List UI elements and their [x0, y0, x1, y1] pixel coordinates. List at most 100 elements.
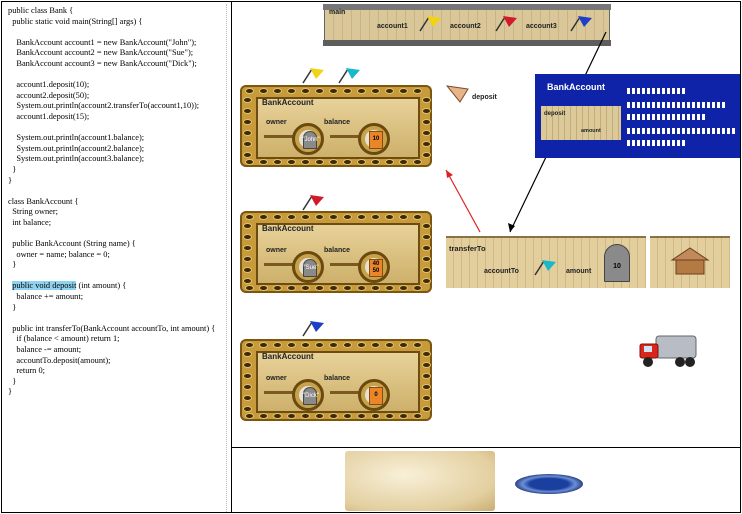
- truck-icon[interactable]: [636, 332, 698, 370]
- balance-porthole[interactable]: 10: [358, 123, 390, 155]
- rivet: [315, 285, 324, 291]
- rivet: [422, 97, 431, 103]
- rivet: [243, 119, 252, 125]
- flag-icon[interactable]: [300, 66, 326, 84]
- transferto-frame-title: transferTo: [449, 244, 486, 253]
- plate-icon[interactable]: [515, 474, 583, 494]
- rivet: [371, 342, 380, 348]
- deposit-method-tag[interactable]: [446, 84, 488, 104]
- rivet: [385, 342, 394, 348]
- rivet: [315, 159, 324, 165]
- arrowhead-icon: [508, 223, 515, 232]
- code-line: System.out.println(account1.balance);: [8, 133, 145, 143]
- code-line: [8, 70, 215, 81]
- balance-porthole[interactable]: 0: [358, 379, 390, 411]
- object-world-pane[interactable]: main account1 account2 account3 BankAcco…: [231, 1, 741, 448]
- balance-rod: [330, 263, 360, 266]
- flag-icon[interactable]: [336, 66, 362, 84]
- rivet: [243, 351, 252, 357]
- main-frame[interactable]: main account1 account2 account3: [323, 4, 611, 46]
- rivet: [259, 342, 268, 348]
- code-line: int balance;: [8, 217, 52, 227]
- rivet: [259, 159, 268, 165]
- rivet: [315, 214, 324, 220]
- code-line: accountTo.deposit(amount);: [8, 355, 111, 365]
- transferto-var-accountto: accountTo: [484, 268, 519, 275]
- rivet: [413, 413, 422, 419]
- flag-icon[interactable]: [493, 14, 519, 32]
- code-line: }: [8, 302, 17, 312]
- rivet: [329, 285, 338, 291]
- tombstone-icon: "Dick": [303, 387, 319, 405]
- object-class-name: BankAccount: [262, 224, 314, 233]
- rivet: [243, 97, 252, 103]
- class-panel-deposit: deposit: [544, 111, 566, 117]
- code-line: System.out.println(account3.balance);: [8, 154, 145, 164]
- rivet: [301, 214, 310, 220]
- code-line: [8, 123, 215, 134]
- rivet: [287, 285, 296, 291]
- code-line: System.out.println(account2.balance);: [8, 143, 145, 153]
- rivet: [357, 214, 366, 220]
- class-panel-noise: [627, 140, 687, 146]
- rivet: [422, 141, 431, 147]
- rivet: [399, 342, 408, 348]
- bankaccount-object-dick[interactable]: BankAccount owner balance "Dick" 0: [240, 339, 432, 421]
- rivet: [287, 214, 296, 220]
- code-line: owner = name; balance = 0;: [8, 249, 110, 259]
- rivet: [243, 406, 252, 412]
- rivet: [422, 278, 431, 284]
- tombstone-icon: "Sue": [303, 259, 318, 277]
- code-line: balance -= amount;: [8, 345, 82, 354]
- rivet: [243, 384, 252, 390]
- rivet: [422, 351, 431, 357]
- rivet: [301, 342, 310, 348]
- rivet: [329, 342, 338, 348]
- flag-icon[interactable]: [300, 319, 326, 337]
- rivet: [273, 159, 282, 165]
- owner-porthole[interactable]: "Dick": [292, 379, 324, 411]
- rivet: [243, 141, 252, 147]
- jar-icon: 0: [369, 387, 383, 405]
- transferto-house-frame[interactable]: [650, 236, 730, 288]
- flag-icon[interactable]: [300, 193, 326, 211]
- code-line: System.out.println(account2.transferTo(a…: [8, 101, 200, 111]
- balance-value: 40: [372, 261, 380, 267]
- code-highlight[interactable]: public void deposit: [12, 281, 77, 291]
- tombstone-icon: "John": [302, 131, 320, 149]
- code-line: return 0;: [8, 366, 45, 376]
- rivet: [413, 88, 422, 94]
- bankaccount-object-john[interactable]: BankAccount owner balance "John" 10: [240, 85, 432, 167]
- rivet: [243, 395, 252, 401]
- bankaccount-class-panel[interactable]: BankAccount deposit amount: [535, 74, 740, 158]
- code-line: account1.deposit(15);: [8, 111, 90, 121]
- flag-icon[interactable]: [532, 258, 558, 276]
- code-pane[interactable]: public class Bank { public static void m…: [1, 1, 232, 513]
- rivet: [245, 159, 254, 165]
- code-line: account1.deposit(10);: [8, 80, 90, 90]
- flag-icon[interactable]: [568, 14, 594, 32]
- rivet: [422, 130, 431, 136]
- code-line: }: [8, 376, 17, 386]
- rivet: [422, 245, 431, 251]
- code-line: public static void main(String[] args) {: [8, 16, 143, 26]
- rivet: [422, 406, 431, 412]
- rivet: [343, 214, 352, 220]
- rivet: [357, 285, 366, 291]
- code-line: }: [8, 175, 13, 185]
- rivet: [343, 413, 352, 419]
- rivet: [243, 130, 252, 136]
- code-line: balance += amount;: [8, 292, 84, 302]
- code-scrollbar[interactable]: [226, 4, 229, 512]
- rivet: [245, 413, 254, 419]
- paper-scroll-icon[interactable]: [345, 451, 495, 511]
- flag-icon[interactable]: [417, 14, 443, 32]
- tray-pane[interactable]: [231, 447, 741, 513]
- rivet: [413, 285, 422, 291]
- transferto-frame[interactable]: transferTo accountTo amount 10: [446, 236, 646, 288]
- owner-porthole[interactable]: "Sue": [292, 251, 324, 283]
- owner-porthole[interactable]: "John": [292, 123, 324, 155]
- rivet: [422, 119, 431, 125]
